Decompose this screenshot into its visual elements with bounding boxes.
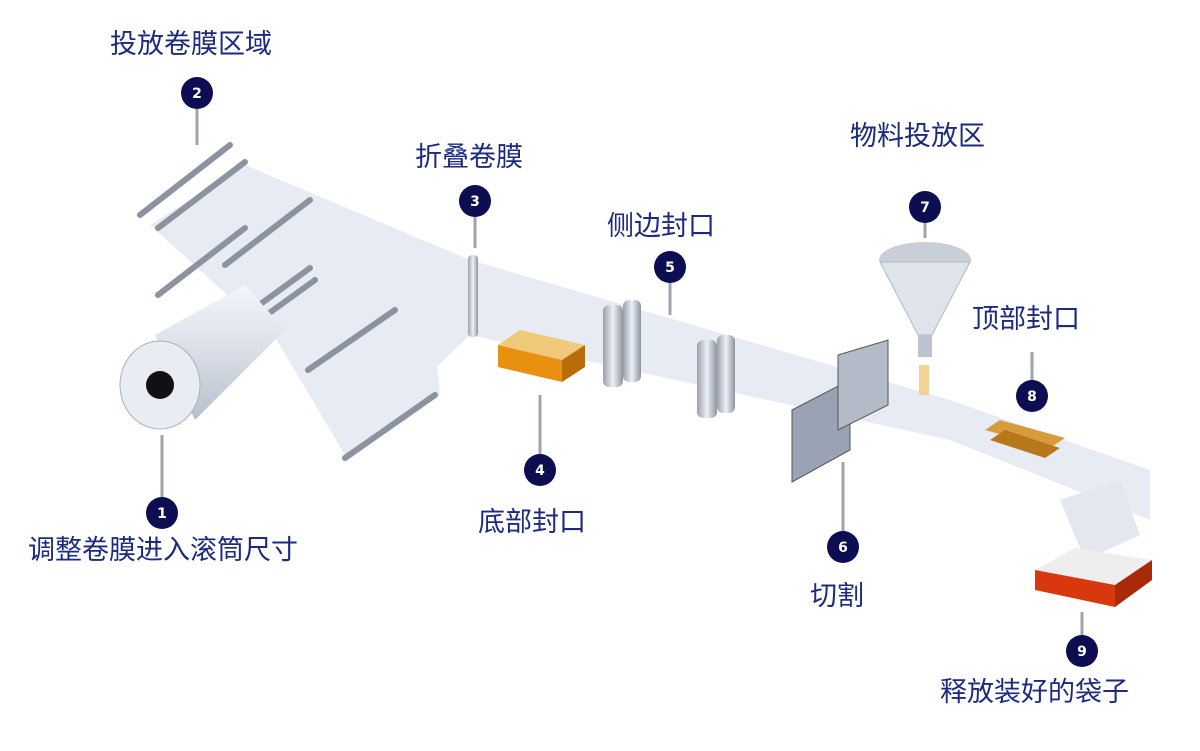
badge-number: 1 [157, 506, 167, 522]
top-sealer [985, 420, 1065, 458]
film-roll [119, 285, 285, 430]
badge-number: 6 [838, 540, 848, 556]
hopper [879, 242, 971, 395]
step-badge-9: 9 [1066, 635, 1098, 667]
badge-circle [909, 191, 941, 223]
badge-circle [1066, 635, 1098, 667]
step-label-7: 物料投放区 [850, 121, 985, 152]
badge-circle [827, 531, 859, 563]
badge-circle [1016, 380, 1048, 412]
bottom-sealer [498, 330, 585, 382]
badge-circle [654, 251, 686, 283]
step-badge-4: 4 [524, 454, 556, 486]
badge-number: 3 [470, 194, 480, 210]
step-badge-8: 8 [1016, 380, 1048, 412]
badge-number: 5 [665, 260, 675, 276]
step-label-5: 侧边封口 [607, 211, 715, 242]
output-tray [1035, 480, 1152, 607]
badge-circle [459, 185, 491, 217]
badge-number: 2 [192, 86, 202, 102]
side-sealers [603, 300, 735, 418]
step-label-2: 投放卷膜区域 [110, 29, 272, 60]
badge-number: 4 [535, 463, 545, 479]
step-badge-1: 1 [146, 497, 178, 529]
badge-number: 7 [920, 200, 930, 216]
step-badge-7: 7 [909, 191, 941, 223]
badge-circle [524, 454, 556, 486]
badge-circle [181, 77, 213, 109]
folding-plate [468, 255, 478, 337]
step-label-1: 调整卷膜进入滚筒尺寸 [28, 535, 298, 566]
step-label-9: 释放装好的袋子 [940, 677, 1129, 708]
badge-number: 9 [1077, 644, 1087, 660]
cutter [791, 339, 889, 483]
step-badge-6: 6 [827, 531, 859, 563]
step-label-6: 切割 [810, 581, 864, 612]
badge-number: 8 [1027, 389, 1037, 405]
step-label-4: 底部封口 [478, 507, 586, 538]
step-badge-2: 2 [181, 77, 213, 109]
step-label-8: 顶部封口 [972, 304, 1080, 335]
callout-pins [160, 100, 1084, 645]
step-badge-5: 5 [654, 251, 686, 283]
step-badge-3: 3 [459, 185, 491, 217]
step-label-3: 折叠卷膜 [415, 142, 523, 173]
badge-circle [146, 497, 178, 529]
